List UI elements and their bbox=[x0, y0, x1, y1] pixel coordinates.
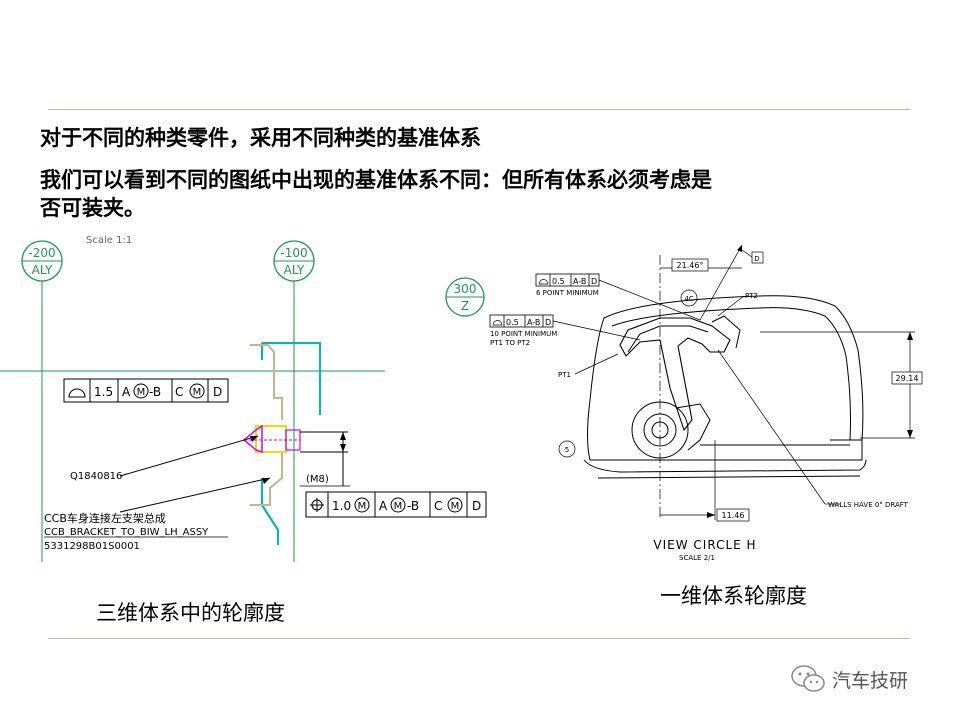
thread-label: (M8) bbox=[306, 474, 329, 485]
dim-bottom: 11.46 bbox=[722, 511, 745, 520]
part-beige-top bbox=[250, 344, 283, 420]
heading-line-2: 我们可以看到不同的图纸中出现的基准体系不同：但所有体系必须考虑是 bbox=[40, 167, 712, 192]
fcf1-mmc-2: M bbox=[193, 387, 202, 398]
fcf1-mmc-1: M bbox=[137, 387, 146, 398]
balloon-a-top: -200 bbox=[28, 246, 55, 260]
svg-text:5: 5 bbox=[565, 446, 569, 454]
svg-text:4C: 4C bbox=[684, 295, 693, 303]
fastener bbox=[242, 424, 301, 454]
bottom-rule bbox=[48, 638, 910, 639]
dim-height: 29.14 bbox=[896, 374, 919, 383]
balloon-minus-100: -100 ALY bbox=[273, 240, 315, 282]
view-title: VIEW CIRCLE H bbox=[653, 538, 756, 552]
balloon-300-z: 300 Z bbox=[445, 277, 485, 317]
ccb-id: 5331298B01S0001 bbox=[44, 541, 140, 552]
bracket-cyan-bottom bbox=[260, 478, 280, 545]
watermark: 汽车技研 bbox=[790, 664, 908, 694]
position-icon bbox=[310, 498, 324, 512]
fcf2-datum2: C bbox=[434, 499, 442, 513]
balloon-minus-200: -200 ALY bbox=[21, 240, 63, 282]
fcf2-datum1-suffix: -B bbox=[407, 499, 419, 513]
dim-angle: 21.46° bbox=[677, 261, 704, 270]
feature-control-frame-1: 1.5 A M -B C M D bbox=[63, 378, 229, 403]
bracket-cyan-top bbox=[260, 341, 322, 415]
fcf1-datum3: D bbox=[213, 385, 222, 399]
view-scale: SCALE 2/1 bbox=[679, 554, 715, 562]
heading-line-1: 对于不同的种类零件，采用不同种类的基准体系 bbox=[40, 125, 481, 150]
balloon-b-top: -100 bbox=[280, 246, 307, 260]
thread-dimension: (M8) bbox=[300, 431, 350, 487]
fcf2-mmc-2: M bbox=[451, 501, 460, 512]
rfcf2-datum2: D bbox=[545, 318, 551, 327]
rfcf2-datums: A-B bbox=[527, 318, 540, 327]
balloon-r-top: 300 bbox=[454, 282, 477, 296]
balloon-a-bottom: ALY bbox=[32, 263, 53, 277]
walls-note: WALLS HAVE 0° DRAFT bbox=[828, 501, 909, 509]
housing-outline bbox=[583, 295, 867, 479]
fcf1-datum1: A bbox=[122, 385, 131, 399]
right-drawing: 300 Z 0.5 A-B D 6 POINT MINIMUM 0.5 A-B … bbox=[445, 244, 923, 562]
rfcf2-value: 0.5 bbox=[506, 318, 519, 327]
callout-5: 5 bbox=[558, 440, 576, 458]
right-fcf-2: 0.5 A-B D 10 POINT MINIMUM PT1 TO PT2 bbox=[489, 314, 557, 347]
fcf1-datum2: C bbox=[175, 385, 183, 399]
rfcf2-note2: PT1 TO PT2 bbox=[490, 339, 530, 347]
height-dimension: 29.14 bbox=[760, 331, 923, 439]
watermark-text: 汽车技研 bbox=[832, 669, 909, 692]
wechat-icon bbox=[791, 665, 825, 692]
fcf2-value: 1.0 bbox=[332, 499, 351, 513]
callout-4c: 4C bbox=[680, 289, 698, 307]
fcf1-value: 1.5 bbox=[94, 385, 113, 399]
datum-flag-d: D bbox=[754, 255, 759, 263]
fcf2-datum1: A bbox=[379, 499, 388, 513]
feature-control-frame-2: 1.0 M A M -B C M D bbox=[305, 491, 487, 518]
fcf2-datum3: D bbox=[472, 499, 481, 513]
pt1-label: PT1 bbox=[558, 371, 571, 379]
heading-line-3: 否可装夹。 bbox=[40, 195, 145, 220]
rfcf1-note: 6 POINT MINIMUM bbox=[536, 289, 599, 297]
balloon-b-bottom: ALY bbox=[284, 263, 305, 277]
top-rule bbox=[48, 109, 910, 110]
caption-left: 三维体系中的轮廓度 bbox=[96, 601, 285, 625]
balloon-r-bottom: Z bbox=[461, 299, 469, 313]
ccb-label: CCB车身连接左支架总成 bbox=[44, 511, 166, 525]
part-beige-bottom bbox=[250, 452, 283, 506]
rfcf1-datum2: D bbox=[591, 277, 597, 286]
fcf2-mmc-0: M bbox=[358, 501, 367, 512]
profile-surface-icon bbox=[68, 388, 86, 398]
left-drawing: Scale 1:1 -200 ALY -100 ALY bbox=[0, 235, 487, 562]
fcf2-mmc-1: M bbox=[394, 501, 403, 512]
leader-ccb bbox=[119, 477, 271, 513]
left-scale-text: Scale 1:1 bbox=[86, 235, 132, 246]
bottom-dimension: 11.46 bbox=[660, 440, 750, 522]
leader-part-number bbox=[119, 435, 259, 477]
rfcf1-value: 0.5 bbox=[552, 277, 565, 286]
rfcf2-note1: 10 POINT MINIMUM bbox=[490, 330, 557, 338]
caption-right: 一维体系轮廓度 bbox=[660, 584, 807, 608]
angle-dimension: 21.46° D bbox=[660, 244, 764, 321]
right-fcf-1: 0.5 A-B D 6 POINT MINIMUM bbox=[535, 273, 600, 297]
rfcf1-datums: A-B bbox=[573, 277, 586, 286]
fcf1-datum1-suffix: -B bbox=[149, 385, 161, 399]
ccb-code: CCB_BRACKET_TO_BIW_LH_ASSY bbox=[44, 527, 209, 538]
part-number: Q1840816 bbox=[70, 471, 122, 482]
